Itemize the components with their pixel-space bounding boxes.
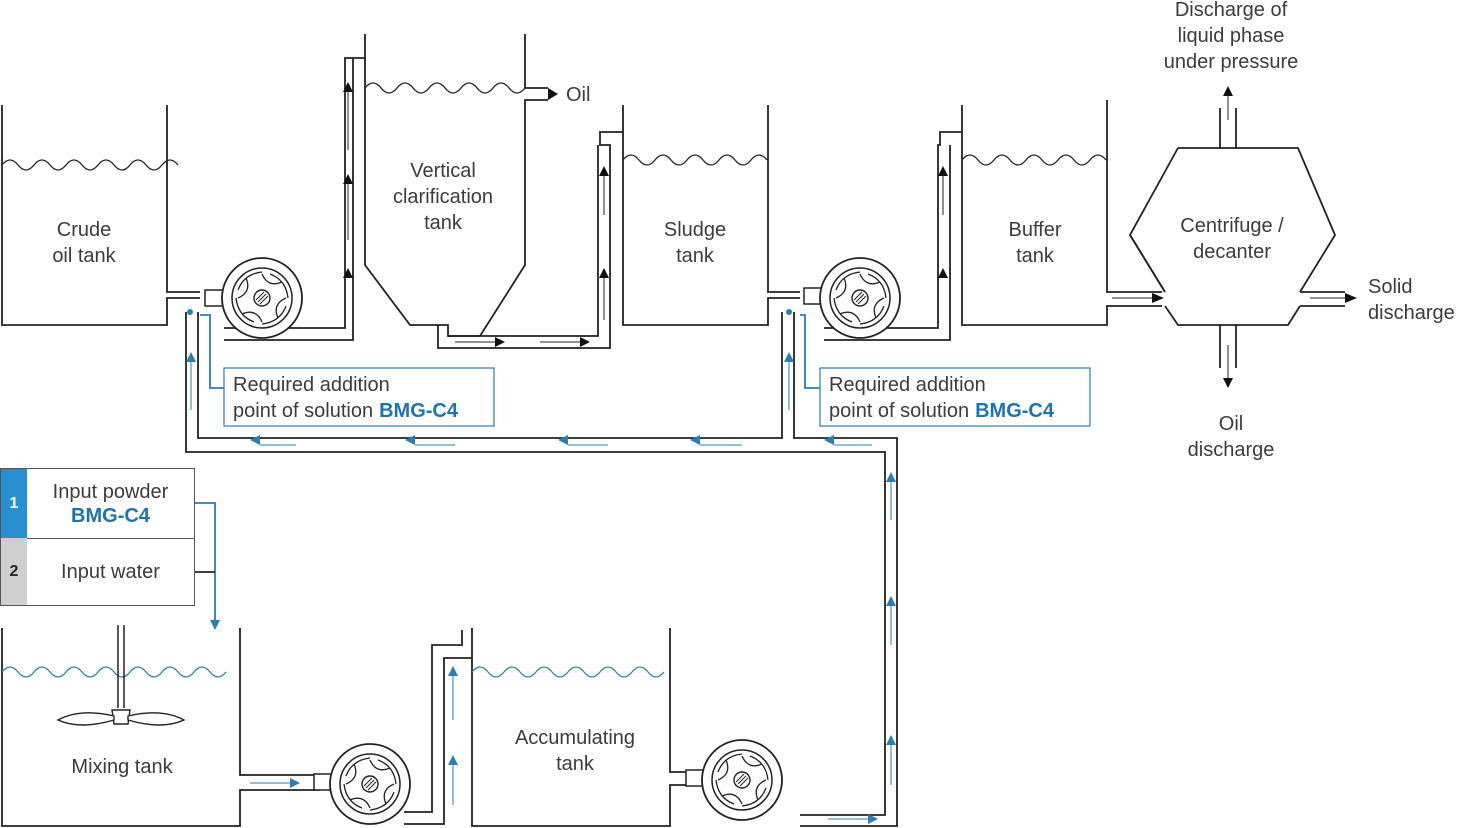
pump-2-icon	[819, 257, 901, 339]
input-label-water: Input water	[27, 538, 194, 605]
input-number-1: 1	[1, 469, 27, 538]
sludge-tank: Sludge tank	[622, 105, 800, 326]
pump-1-icon	[221, 257, 303, 339]
centrifuge-decanter: Centrifuge / decanter	[1128, 86, 1357, 388]
svg-text:Solid: Solid	[1368, 276, 1412, 298]
svg-text:Required addition: Required addition	[829, 374, 986, 396]
input-row-water: 2 Input water	[1, 538, 194, 605]
svg-text:liquid phase: liquid phase	[1178, 25, 1285, 47]
buffer-label-2: tank	[1016, 245, 1055, 267]
centrifuge-label-2: decanter	[1193, 241, 1271, 263]
clarification-label-1: Vertical	[410, 160, 476, 182]
input-powder-product: BMG-C4	[71, 504, 150, 527]
clarification-label-2: clarification	[393, 186, 493, 208]
input-water-text: Input water	[61, 560, 160, 583]
input-panel: 1 Input powder BMG-C4 2 Input water	[0, 468, 195, 606]
clarification-label-3: tank	[424, 212, 463, 234]
crude-oil-label-1: Crude	[57, 219, 111, 241]
input-label-powder: Input powder BMG-C4	[27, 469, 194, 538]
input-powder-text: Input powder	[52, 480, 169, 503]
centrifuge-label-1: Centrifuge /	[1180, 215, 1284, 237]
svg-text:under pressure: under pressure	[1164, 51, 1299, 73]
accumulating-label-2: tank	[556, 753, 595, 775]
input-row-powder: 1 Input powder BMG-C4	[1, 469, 194, 539]
sludge-label-1: Sludge	[664, 219, 726, 241]
pump-3-icon	[329, 743, 411, 825]
flow-arrows-up-blue	[186, 352, 896, 785]
crude-oil-tank: Crude oil tank	[1, 105, 200, 326]
oil-output-label: Oil	[566, 84, 590, 106]
solution-distribution-loop	[185, 312, 898, 827]
pump-3	[313, 628, 473, 825]
solid-discharge-label: Solid discharge	[1368, 276, 1455, 324]
liquid-discharge-label: Discharge of liquid phase under pressure	[1164, 0, 1299, 73]
svg-text:Required addition: Required addition	[233, 374, 390, 396]
accumulating-tank: Accumulating tank	[471, 628, 690, 827]
sludge-label-2: tank	[676, 245, 715, 267]
flow-arrows-left	[250, 435, 872, 446]
accumulating-label-1: Accumulating	[515, 727, 635, 749]
mixing-tank: Mixing tank	[1, 625, 320, 827]
input-feed-lines	[195, 502, 220, 630]
svg-text:discharge: discharge	[1368, 302, 1455, 324]
svg-text:Discharge of: Discharge of	[1175, 0, 1288, 21]
pump-4	[685, 739, 783, 821]
svg-text:discharge: discharge	[1188, 439, 1275, 461]
pump-1	[204, 34, 366, 341]
svg-text:Oil: Oil	[1219, 413, 1243, 435]
input-number-2: 2	[1, 538, 27, 605]
vertical-clarification-tank: Oil Vertical clarification tank	[364, 34, 590, 337]
pump-4-icon	[701, 739, 783, 821]
mixer-agitator-icon	[56, 625, 186, 726]
buffer-tank: Buffer tank	[961, 100, 1164, 326]
crude-oil-label-2: oil tank	[52, 245, 116, 267]
oil-discharge-label: Oil discharge	[1188, 413, 1275, 461]
pipe-clarifier-to-sludge	[437, 105, 624, 349]
mixing-tank-label: Mixing tank	[71, 756, 173, 778]
pump-2	[803, 105, 963, 341]
flow-arrows-up-1	[343, 82, 353, 278]
buffer-label-1: Buffer	[1009, 219, 1062, 241]
